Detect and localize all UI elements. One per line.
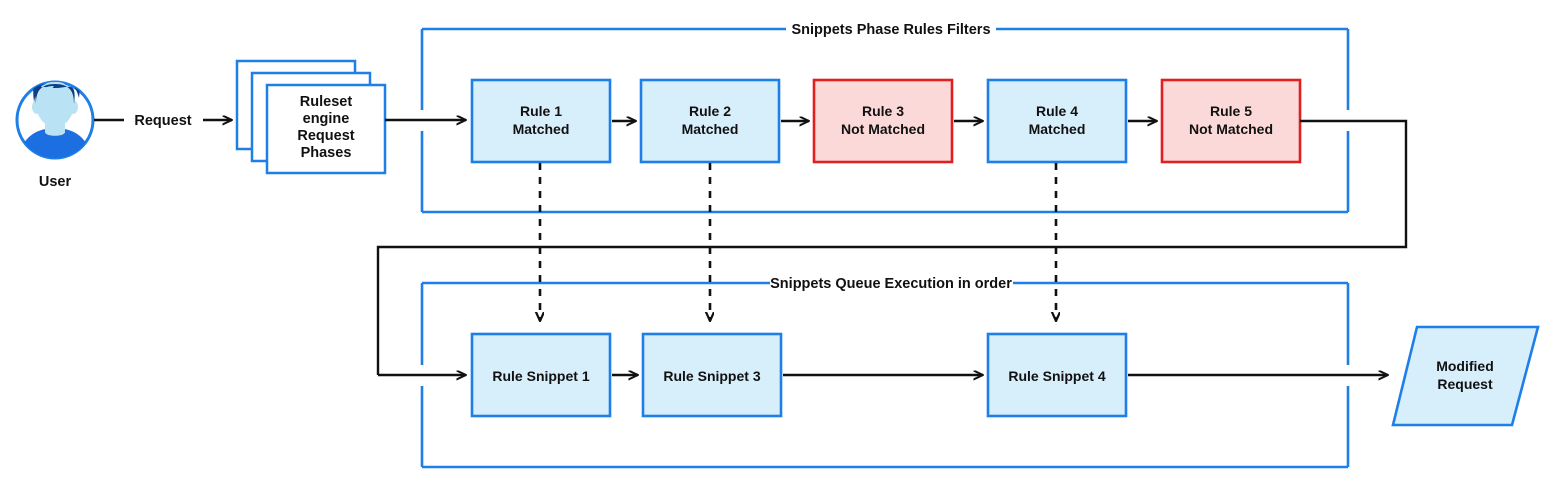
rule-snippet-3-box[interactable] bbox=[641, 332, 783, 418]
rule-2[interactable]: Rule 2 Matched bbox=[639, 78, 781, 164]
rule-3-status: Not Matched bbox=[841, 121, 925, 137]
modified-request-line-1: Modified bbox=[1436, 358, 1494, 374]
modified-request-line-2: Request bbox=[1437, 376, 1493, 392]
stack-line-3: Request bbox=[297, 128, 354, 144]
rule-snippet-4-label: Rule Snippet 4 bbox=[1008, 368, 1105, 384]
stack-line-1: Ruleset bbox=[300, 94, 353, 110]
user-label: User bbox=[39, 174, 72, 190]
rule-snippet-1[interactable]: Rule Snippet 1 bbox=[470, 332, 612, 418]
rule-2-status: Matched bbox=[682, 121, 739, 137]
rule-3[interactable]: Rule 3 Not Matched bbox=[812, 78, 954, 164]
frame-label-phase-rules-filters: Snippets Phase Rules Filters bbox=[791, 22, 990, 38]
modified-request[interactable]: Modified Request bbox=[1391, 325, 1540, 427]
rule-4[interactable]: Rule 4 Matched bbox=[986, 78, 1128, 164]
rule-2-box[interactable] bbox=[639, 78, 781, 164]
rule-4-status: Matched bbox=[1029, 121, 1086, 137]
rule-snippet-4-box[interactable] bbox=[986, 332, 1128, 418]
rule-snippet-4[interactable]: Rule Snippet 4 bbox=[986, 332, 1128, 418]
rule-2-title: Rule 2 bbox=[689, 103, 731, 119]
rule-1-box[interactable] bbox=[470, 78, 612, 164]
rule-3-box[interactable] bbox=[812, 78, 954, 164]
user-avatar: User bbox=[15, 62, 95, 190]
avatar-hair-part bbox=[37, 86, 54, 98]
avatar-hair-front bbox=[35, 84, 75, 104]
stack-line-4: Phases bbox=[301, 145, 352, 161]
edge-phase-exit-to-queue bbox=[376, 119, 1408, 375]
rule-1-status: Matched bbox=[513, 121, 570, 137]
frame-phase-rules-filters: Snippets Phase Rules Filters bbox=[420, 22, 1350, 214]
rule-5-status: Not Matched bbox=[1189, 121, 1273, 137]
modified-request-shape[interactable] bbox=[1391, 325, 1540, 427]
avatar-hair-bun bbox=[60, 62, 80, 80]
rule-4-box[interactable] bbox=[986, 78, 1128, 164]
ruleset-engine-stack: Ruleset engine Request Phases bbox=[235, 59, 387, 175]
rule-3-title: Rule 3 bbox=[862, 103, 904, 119]
rule-snippet-3[interactable]: Rule Snippet 3 bbox=[641, 332, 783, 418]
request-label: Request bbox=[134, 113, 191, 129]
rule-4-title: Rule 4 bbox=[1036, 103, 1078, 119]
rule-snippet-3-label: Rule Snippet 3 bbox=[663, 368, 760, 384]
rule-5-box[interactable] bbox=[1160, 78, 1302, 164]
rule-1[interactable]: Rule 1 Matched bbox=[470, 78, 612, 164]
rule-snippet-1-box[interactable] bbox=[470, 332, 612, 418]
rule-5[interactable]: Rule 5 Not Matched bbox=[1160, 78, 1302, 164]
rule-5-title: Rule 5 bbox=[1210, 103, 1252, 119]
request-edge: Request bbox=[94, 113, 232, 129]
stack-card-front bbox=[265, 83, 387, 175]
frame-label-snippets-queue: Snippets Queue Execution in order bbox=[770, 276, 1012, 292]
stack-line-2: engine bbox=[303, 111, 350, 127]
rule-snippet-1-label: Rule Snippet 1 bbox=[492, 368, 589, 384]
rule-1-title: Rule 1 bbox=[520, 103, 562, 119]
frame-snippets-queue: Snippets Queue Execution in order bbox=[420, 276, 1350, 469]
